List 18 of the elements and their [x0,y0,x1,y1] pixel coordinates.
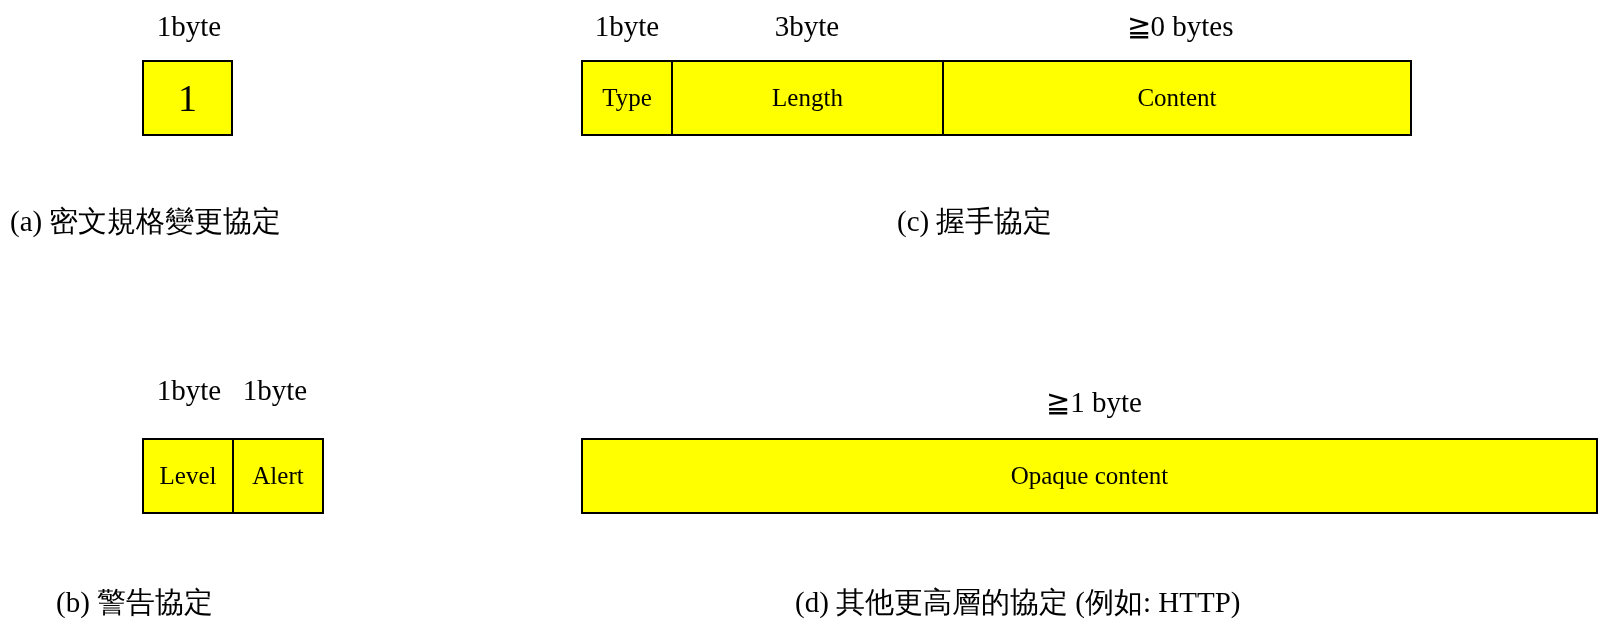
field-box: Alert [232,438,324,514]
field-box: 1 [142,60,233,136]
field-box: Type [581,60,673,136]
caption: (d) 其他更高層的協定 (例如: HTTP) [795,588,1241,617]
caption: (b) 警告協定 [56,588,214,617]
size-label: 1byte [156,376,222,405]
size-label: ≧1 byte [1046,388,1142,417]
caption: (c) 握手協定 [897,207,1053,236]
field-box: Opaque content [581,438,1598,514]
caption: (a) 密文規格變更協定 [10,207,282,236]
size-label: 1byte [156,12,222,41]
size-label: 1byte [594,12,660,41]
field-box: Level [142,438,234,514]
field-box: Content [942,60,1412,136]
size-label: 3byte [774,12,840,41]
size-label: 1byte [242,376,308,405]
size-label: ≧0 bytes [1126,12,1234,41]
field-box: Length [671,60,944,136]
